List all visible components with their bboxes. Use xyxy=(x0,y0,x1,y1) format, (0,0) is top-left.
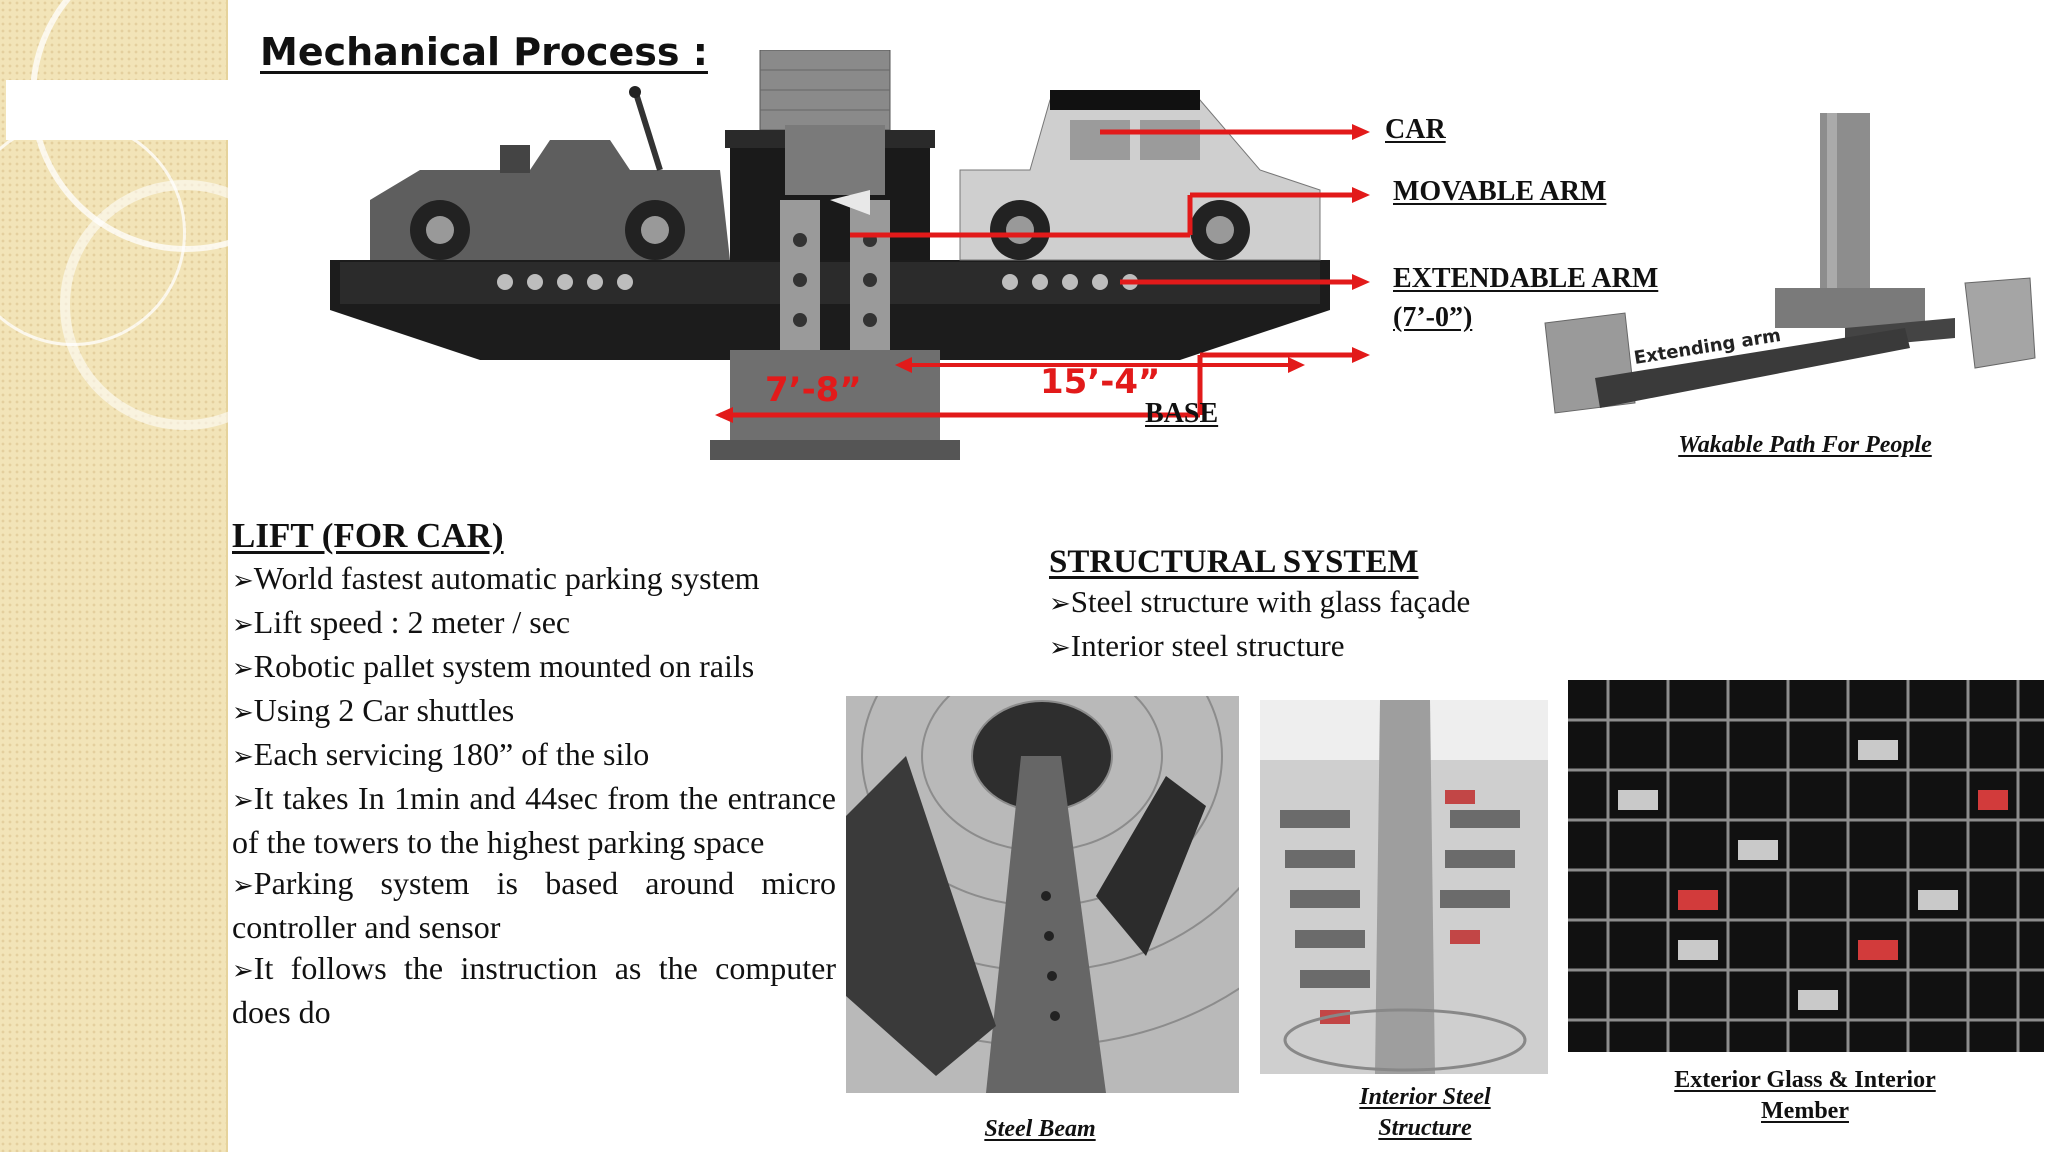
leader-lines xyxy=(720,129,1360,418)
dimension-right: 15’-4” xyxy=(1040,362,1161,402)
bullet-arrow-icon: ➢ xyxy=(232,742,254,772)
bullet-arrow-icon: ➢ xyxy=(232,786,254,816)
list-item: ➢Each servicing 180” of the silo xyxy=(232,736,650,772)
lift-heading: LIFT (FOR CAR) xyxy=(232,516,504,555)
extending-arm-illustration: Extending arm xyxy=(1544,113,2036,414)
decorative-side-band xyxy=(0,0,342,1152)
bullet-arrow-icon: ➢ xyxy=(232,610,254,640)
bullet-arrow-icon: ➢ xyxy=(232,956,254,986)
bullet-arrow-icon: ➢ xyxy=(232,871,254,901)
page-title: Mechanical Process : xyxy=(260,30,708,74)
dimension-left: 7’-8” xyxy=(765,370,862,410)
label-extendable-arm-length: (7’-0”) xyxy=(1393,302,1473,333)
arrow-heads xyxy=(715,124,1370,423)
interior-steel-caption-line1: Interior Steel xyxy=(1359,1084,1491,1110)
list-item: ➢It takes In 1min and 44sec from the ent… xyxy=(232,780,836,860)
bullet-arrow-icon: ➢ xyxy=(232,566,254,596)
arm-caption: Wakable Path For People xyxy=(1678,432,1932,458)
bullet-arrow-icon: ➢ xyxy=(232,698,254,728)
list-item: ➢Robotic pallet system mounted on rails xyxy=(232,648,755,684)
bullet-arrow-icon: ➢ xyxy=(232,654,254,684)
mechanical-diagram xyxy=(330,50,1370,460)
decorative-white-strip xyxy=(6,80,228,140)
list-item: ➢Parking system is based around micro co… xyxy=(232,865,836,945)
interior-steel-caption-line2: Structure xyxy=(1378,1115,1472,1141)
structural-heading: STRUCTURAL SYSTEM xyxy=(1049,544,1419,580)
exterior-glass-caption-line2: Member xyxy=(1761,1098,1849,1124)
car-left-illustration xyxy=(370,86,730,260)
label-movable-arm: MOVABLE ARM xyxy=(1393,176,1607,207)
list-item: ➢Using 2 Car shuttles xyxy=(232,692,515,728)
list-item: ➢World fastest automatic parking system xyxy=(232,560,760,596)
bullet-arrow-icon: ➢ xyxy=(1049,633,1071,663)
list-item: ➢Lift speed : 2 meter / sec xyxy=(232,604,571,640)
label-car: CAR xyxy=(1385,114,1446,145)
exterior-glass-photo xyxy=(1568,680,2044,1052)
steel-beam-caption: Steel Beam xyxy=(984,1116,1096,1142)
structural-section: STRUCTURAL SYSTEM ➢Steel structure with … xyxy=(1049,544,1609,669)
steel-beam-photo xyxy=(846,696,1239,1093)
list-item: ➢It follows the instruction as the compu… xyxy=(232,950,836,1030)
list-item: ➢Interior steel structure xyxy=(1049,628,1345,663)
bullet-arrow-icon: ➢ xyxy=(1049,589,1071,619)
exterior-glass-caption-line1: Exterior Glass & Interior xyxy=(1674,1067,1936,1093)
label-base: BASE xyxy=(1145,398,1219,429)
list-item: ➢Steel structure with glass façade xyxy=(1049,584,1471,619)
label-extendable-arm: EXTENDABLE ARM xyxy=(1393,263,1659,294)
lift-section: LIFT (FOR CAR) ➢World fastest automatic … xyxy=(232,516,836,1033)
interior-steel-photo xyxy=(1260,700,1548,1074)
